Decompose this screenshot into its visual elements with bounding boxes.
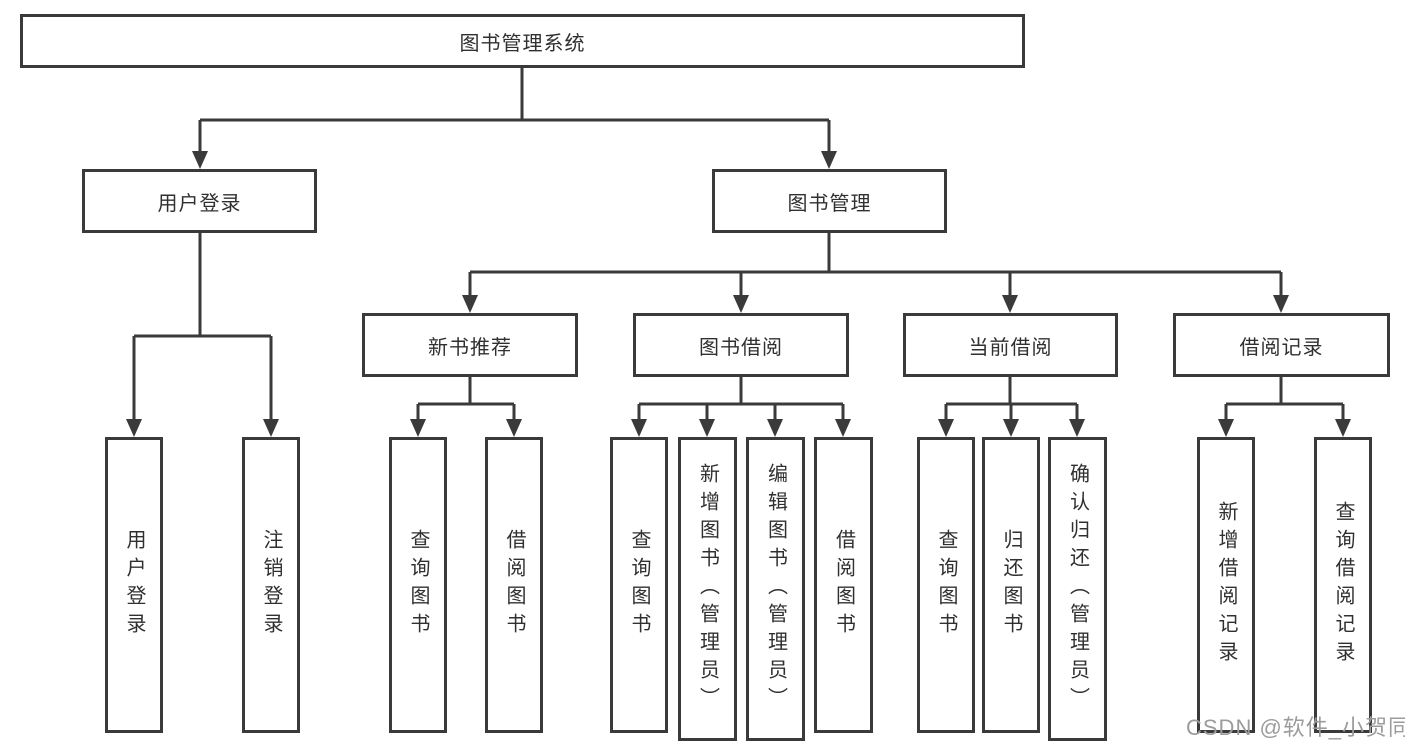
leaf-query-books-current-label: 查询图书 bbox=[935, 529, 957, 641]
leaf-borrow-books-recommend-label: 借阅图书 bbox=[503, 529, 525, 641]
leaf-add-borrow-record-label: 新增借阅记录 bbox=[1215, 501, 1237, 669]
node-library-system: 图书管理系统 bbox=[20, 14, 1025, 68]
leaf-query-books-recommend-label: 查询图书 bbox=[407, 529, 429, 641]
node-book-borrow-label: 图书借阅 bbox=[699, 336, 783, 359]
leaf-add-borrow-record: 新增借阅记录 bbox=[1197, 437, 1255, 733]
leaf-logout-login: 注销登录 bbox=[242, 437, 300, 733]
leaf-return-books: 归还图书 bbox=[982, 437, 1040, 733]
connector-current-borrow-to-leaves bbox=[938, 377, 1085, 437]
leaf-query-books-recommend: 查询图书 bbox=[389, 437, 447, 733]
leaf-borrow-books-recommend: 借阅图书 bbox=[485, 437, 543, 733]
leaf-edit-books-admin-label: 编辑图书（管理员） bbox=[764, 463, 787, 715]
leaf-edit-books-admin: 编辑图书（管理员） bbox=[746, 437, 805, 741]
leaf-query-borrow-record-label: 查询借阅记录 bbox=[1332, 501, 1354, 669]
leaf-query-books-borrow: 查询图书 bbox=[610, 437, 668, 733]
leaf-add-books-admin-label: 新增图书（管理员） bbox=[696, 463, 719, 715]
node-book-management-label: 图书管理 bbox=[787, 192, 872, 215]
connector-book-management-to-level3 bbox=[462, 233, 1289, 313]
leaf-user-login-label: 用户登录 bbox=[123, 529, 145, 641]
node-book-management: 图书管理 bbox=[712, 169, 947, 233]
node-current-borrow-label: 当前借阅 bbox=[968, 336, 1053, 359]
node-user-login: 用户登录 bbox=[82, 169, 317, 233]
connector-borrow-records-to-leaves bbox=[1218, 377, 1351, 437]
leaf-query-borrow-record: 查询借阅记录 bbox=[1314, 437, 1372, 733]
leaf-user-login: 用户登录 bbox=[105, 437, 163, 733]
node-new-book-recommend-label: 新书推荐 bbox=[428, 336, 512, 359]
node-borrow-records: 借阅记录 bbox=[1173, 313, 1390, 377]
leaf-add-books-admin: 新增图书（管理员） bbox=[678, 437, 737, 741]
node-book-borrow: 图书借阅 bbox=[633, 313, 849, 377]
connector-new-book-recommend-to-leaves bbox=[410, 377, 522, 437]
leaf-query-books-current: 查询图书 bbox=[917, 437, 975, 733]
leaf-borrow-books: 借阅图书 bbox=[814, 437, 873, 733]
leaf-borrow-books-label: 借阅图书 bbox=[832, 529, 855, 641]
leaf-query-books-borrow-label: 查询图书 bbox=[628, 529, 650, 641]
leaf-logout-login-label: 注销登录 bbox=[260, 529, 282, 641]
leaf-confirm-return-admin: 确认归还（管理员） bbox=[1048, 437, 1107, 741]
node-current-borrow: 当前借阅 bbox=[903, 313, 1118, 377]
node-user-login-label: 用户登录 bbox=[157, 192, 242, 215]
csdn-watermark: CSDN @软件_小贺同学 bbox=[1186, 715, 1405, 740]
connector-book-borrow-to-leaves bbox=[631, 377, 851, 437]
node-library-system-label: 图书管理系统 bbox=[459, 32, 586, 55]
leaf-confirm-return-admin-label: 确认归还（管理员） bbox=[1066, 463, 1089, 715]
node-borrow-records-label: 借阅记录 bbox=[1239, 336, 1324, 359]
node-new-book-recommend: 新书推荐 bbox=[362, 313, 578, 377]
connector-root-to-level2 bbox=[192, 68, 837, 169]
connector-user-login-to-leaves bbox=[126, 233, 279, 437]
leaf-return-books-label: 归还图书 bbox=[1000, 529, 1022, 641]
